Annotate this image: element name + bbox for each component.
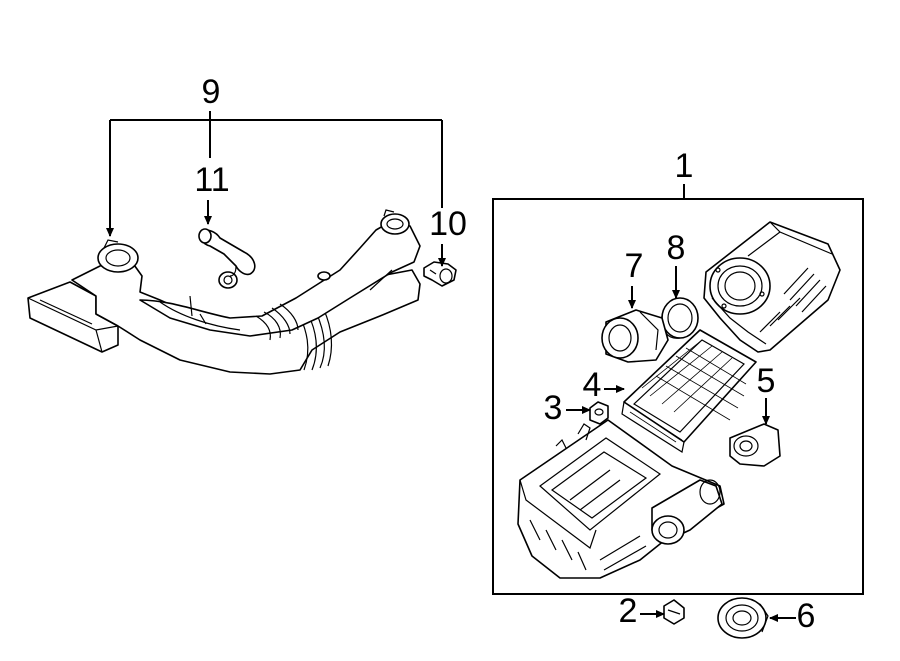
- callout-2: 2: [619, 592, 638, 630]
- breather-hose-part: [198, 228, 256, 289]
- adapter-part: [601, 309, 669, 363]
- upper-housing-part: [703, 221, 841, 353]
- callout-8: 8: [667, 229, 686, 267]
- intake-duct-assembly: [27, 209, 421, 375]
- grommet-part: [729, 423, 781, 467]
- inlet-seal-part: [717, 597, 769, 639]
- filter-element-part: [621, 329, 757, 453]
- callout-4: 4: [583, 366, 602, 404]
- callout-5: 5: [757, 362, 776, 400]
- callout-labels: 9 11 10 1 7 8 4 5 3 2 6: [194, 73, 815, 635]
- seal-part: [661, 297, 699, 339]
- callout-7: 7: [625, 247, 644, 285]
- callout-9: 9: [202, 73, 221, 111]
- temperature-sensor-part: [423, 261, 457, 287]
- callout-3: 3: [544, 389, 563, 427]
- clip-part: [663, 599, 685, 625]
- lower-housing-part: [517, 419, 725, 579]
- air-cleaner-frame: [492, 198, 864, 595]
- leader-lines: [106, 111, 796, 622]
- callout-11: 11: [194, 161, 229, 199]
- nut-part: [589, 401, 609, 425]
- callout-1: 1: [675, 147, 694, 185]
- callout-6: 6: [797, 597, 816, 635]
- callout-10: 10: [429, 205, 467, 243]
